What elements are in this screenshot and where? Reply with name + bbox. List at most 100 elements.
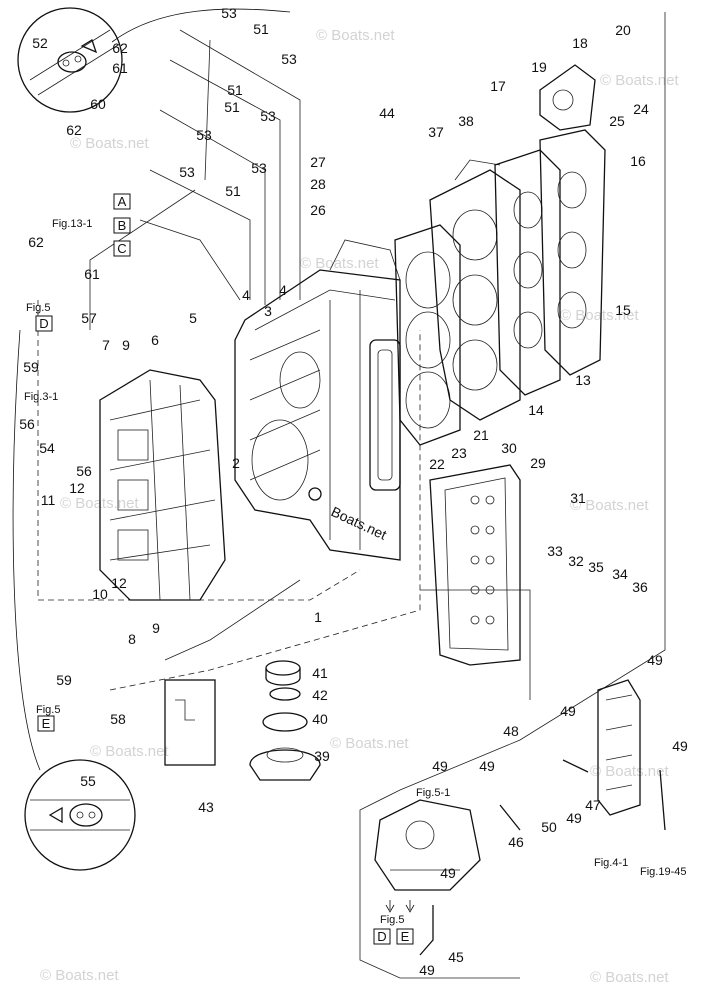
callout-49: 49 — [560, 703, 576, 719]
callout-28: 28 — [310, 176, 326, 192]
callout-17: 17 — [490, 78, 506, 94]
callout-53: 53 — [179, 164, 195, 180]
callout-62: 62 — [28, 234, 44, 250]
callout-53: 53 — [221, 5, 237, 21]
callout-21: 21 — [473, 427, 489, 443]
watermark-text: © Boats.net — [590, 969, 669, 986]
callout-4: 4 — [279, 282, 287, 298]
callout-44: 44 — [379, 105, 395, 121]
boxed-letter-text: D — [377, 929, 386, 944]
detail-circle-55 — [12, 329, 136, 871]
callout-62: 62 — [112, 40, 128, 56]
callout-49: 49 — [672, 738, 688, 754]
flow-arrows — [385, 900, 415, 913]
figure-reference: Fig.19-45 — [640, 866, 686, 878]
watermark-text: © Boats.net — [600, 72, 679, 89]
callout-36: 36 — [632, 579, 648, 595]
callout-51: 51 — [224, 99, 240, 115]
figure-reference: Fig.4-1 — [594, 857, 628, 869]
figure-reference: Fig.5 — [380, 914, 404, 926]
figure-reference: Fig.13-1 — [52, 218, 92, 230]
callout-55: 55 — [80, 773, 96, 789]
boxed-letter-d: D — [35, 315, 53, 332]
callout-7: 7 — [102, 337, 110, 353]
callout-45: 45 — [448, 949, 464, 965]
callout-14: 14 — [528, 402, 544, 418]
callout-61: 61 — [112, 60, 128, 76]
callout-50: 50 — [541, 819, 557, 835]
boxed-letter-c: C — [113, 240, 131, 257]
callout-34: 34 — [612, 566, 628, 582]
assembly-outlines — [37, 12, 666, 979]
callout-19: 19 — [531, 59, 547, 75]
boxed-letter-text: A — [118, 194, 127, 209]
callout-9: 9 — [152, 620, 160, 636]
head-cover — [539, 129, 606, 376]
hoses — [419, 759, 666, 956]
thermostat-cover — [539, 64, 596, 131]
callout-60: 60 — [90, 96, 106, 112]
callout-49: 49 — [479, 758, 495, 774]
callout-10: 10 — [92, 586, 108, 602]
cylinder-head-left — [99, 369, 226, 601]
water-pump-assembly — [374, 799, 481, 891]
callout-61: 61 — [84, 266, 100, 282]
callout-56: 56 — [76, 463, 92, 479]
figure-reference: Fig.5-1 — [416, 787, 450, 799]
callout-32: 32 — [568, 553, 584, 569]
boxed-letter-text: E — [401, 929, 410, 944]
figure-reference: Fig.5 — [26, 302, 50, 314]
callout-35: 35 — [588, 559, 604, 575]
callout-23: 23 — [451, 445, 467, 461]
callout-26: 26 — [310, 202, 326, 218]
callout-6: 6 — [151, 332, 159, 348]
watermark-text: © Boats.net — [590, 763, 669, 780]
callout-58: 58 — [110, 711, 126, 727]
boxed-letter-e: E — [396, 928, 414, 945]
callout-39: 39 — [314, 748, 330, 764]
callout-12: 12 — [69, 480, 85, 496]
callout-49: 49 — [419, 962, 435, 978]
callout-51: 51 — [253, 21, 269, 37]
callout-47: 47 — [585, 797, 601, 813]
watermark-text: © Boats.net — [570, 497, 649, 514]
callout-20: 20 — [615, 22, 631, 38]
callout-49: 49 — [566, 810, 582, 826]
callout-51: 51 — [225, 183, 241, 199]
exhaust-cover — [429, 464, 521, 666]
callout-59: 59 — [56, 672, 72, 688]
callout-24: 24 — [633, 101, 649, 117]
callout-1: 1 — [314, 609, 322, 625]
watermark-text: © Boats.net — [316, 27, 395, 44]
callout-57: 57 — [81, 310, 97, 326]
boxed-letter-text: B — [118, 218, 127, 233]
callout-48: 48 — [503, 723, 519, 739]
callout-53: 53 — [251, 160, 267, 176]
figure-reference: Fig.3-1 — [24, 391, 58, 403]
callout-2: 2 — [232, 455, 240, 471]
figure-reference: Fig.5 — [36, 704, 60, 716]
callout-46: 46 — [508, 834, 524, 850]
callout-30: 30 — [501, 440, 517, 456]
callout-33: 33 — [547, 543, 563, 559]
watermark-text: © Boats.net — [40, 967, 119, 984]
watermark-text: © Boats.net — [90, 743, 169, 760]
watermark-layer: © Boats.net © Boats.net © Boats.net © Bo… — [40, 27, 679, 986]
callout-25: 25 — [609, 113, 625, 129]
boxed-letter-e: E — [37, 715, 55, 732]
callout-layer: 5351536261606251535153535351442728263738… — [19, 5, 688, 978]
callout-15: 15 — [615, 302, 631, 318]
callout-53: 53 — [196, 127, 212, 143]
callout-53: 53 — [260, 108, 276, 124]
callout-56: 56 — [19, 416, 35, 432]
watermark-text: © Boats.net — [300, 255, 379, 272]
boxed-letter-text: C — [117, 241, 126, 256]
callout-49: 49 — [440, 865, 456, 881]
callout-31: 31 — [570, 490, 586, 506]
figure-reference-layer: Fig.13-1Fig.5Fig.3-1Fig.5Fig.5-1Fig.5Fig… — [24, 218, 686, 926]
callout-8: 8 — [128, 631, 136, 647]
callout-49: 49 — [432, 758, 448, 774]
callout-27: 27 — [310, 154, 326, 170]
callout-41: 41 — [312, 665, 328, 681]
